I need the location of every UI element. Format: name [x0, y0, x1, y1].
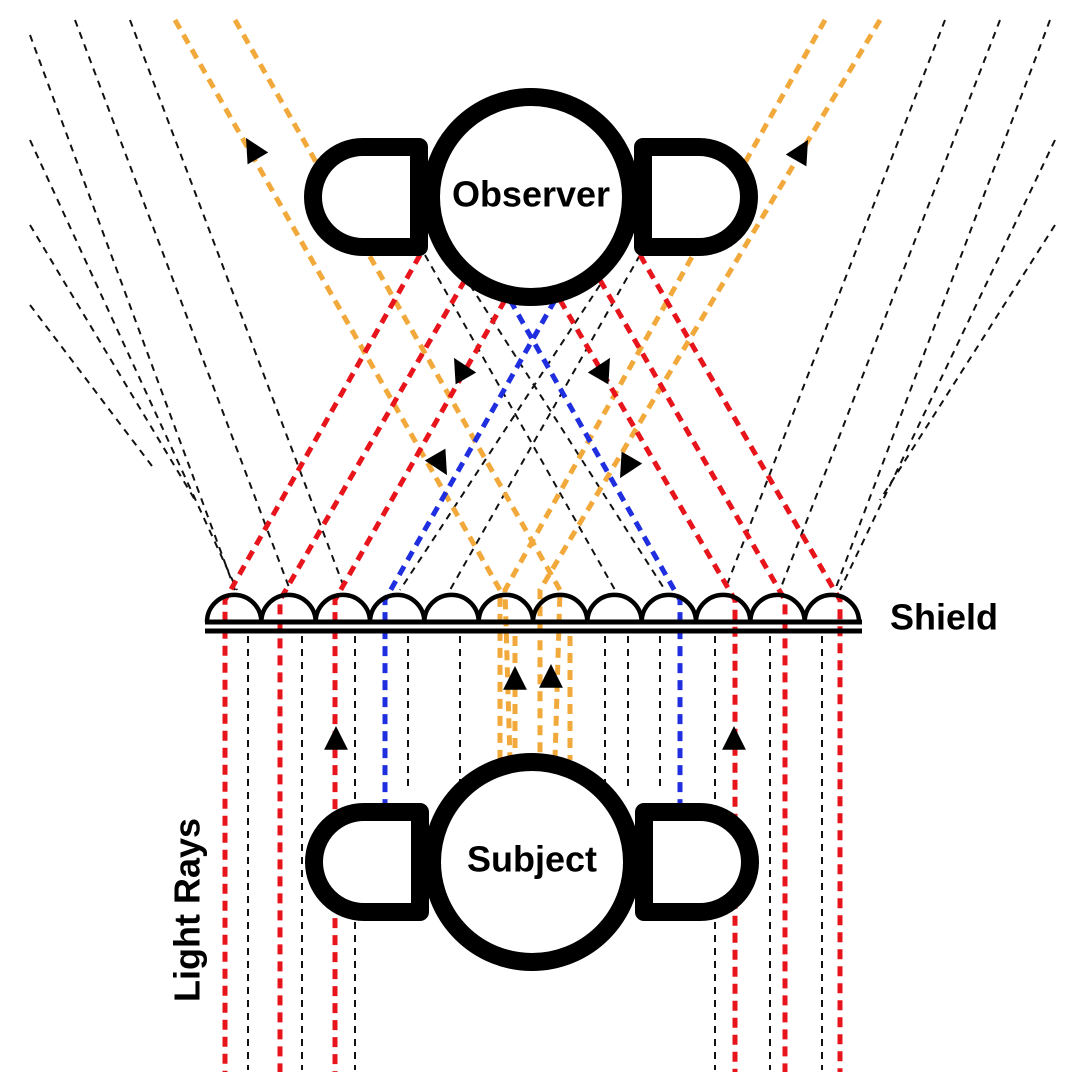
ambient-light-ray — [879, 224, 1056, 501]
red-light-ray — [332, 298, 508, 1072]
observer-head — [304, 88, 758, 306]
orange-light-ray — [172, 18, 503, 760]
shield-lens — [204, 592, 264, 623]
red-light-rays — [222, 253, 843, 1072]
triangle-arrow-icon — [454, 357, 477, 385]
triangle-arrow-icon — [539, 664, 563, 688]
ambient-light-ray — [839, 139, 1056, 591]
ear-cup-right — [634, 138, 758, 256]
triangle-arrow-icon — [324, 726, 348, 750]
shield-lens — [748, 592, 807, 623]
ambient-light-ray — [469, 284, 666, 591]
heads — [304, 88, 759, 971]
shield-label: Shield — [890, 597, 998, 638]
triangle-arrow-icon — [620, 451, 643, 479]
ambient-light-rays — [29, 19, 1056, 1070]
red-light-ray — [557, 298, 738, 1072]
orange-light-ray — [537, 18, 883, 760]
head-circle — [422, 88, 640, 306]
triangle-arrow-icon — [424, 448, 447, 476]
shield-lens — [639, 592, 699, 623]
triangle-arrow-icon — [785, 139, 808, 167]
orange-light-rays — [172, 18, 883, 761]
subject-label: Subject — [467, 839, 597, 880]
orange-light-ray — [232, 18, 563, 761]
shield-lens — [693, 592, 753, 623]
triangle-arrow-icon — [722, 726, 746, 750]
shield-lens — [802, 592, 862, 623]
ambient-light-ray — [29, 224, 196, 501]
shield-lens — [367, 592, 427, 623]
ambient-light-ray — [779, 19, 1001, 591]
shield-lens — [313, 592, 373, 623]
shield-lens — [422, 592, 481, 623]
ambient-light-ray — [399, 284, 601, 591]
ray-direction-arrows — [246, 137, 808, 750]
shield-lens — [476, 592, 536, 623]
observer-label: Observer — [452, 174, 610, 215]
ambient-light-ray — [29, 139, 238, 591]
red-light-ray — [222, 253, 423, 1072]
ambient-light-ray — [129, 19, 346, 591]
light-rays-label: Light Rays — [167, 818, 208, 1002]
ambient-light-ray — [834, 19, 1051, 591]
ear-cup-left — [304, 138, 428, 256]
ambient-light-ray — [724, 19, 946, 591]
triangle-arrow-icon — [587, 357, 610, 385]
red-light-ray — [277, 278, 468, 1072]
triangle-arrow-icon — [503, 666, 527, 690]
ambient-light-ray — [74, 19, 291, 591]
red-light-ray — [597, 278, 788, 1072]
shield-lens — [530, 592, 590, 623]
triangle-arrow-icon — [246, 137, 269, 165]
ear-cup-left — [305, 803, 429, 921]
subject-head — [305, 753, 759, 971]
head-circle — [423, 753, 641, 971]
red-light-ray — [637, 253, 843, 1072]
ambient-light-ray — [29, 304, 156, 471]
shield-lens — [259, 592, 318, 623]
shield — [204, 592, 862, 634]
orange-light-ray — [502, 18, 828, 761]
ear-cup-right — [635, 803, 759, 921]
shield-lens — [585, 592, 644, 623]
blue-light-ray — [507, 298, 683, 812]
